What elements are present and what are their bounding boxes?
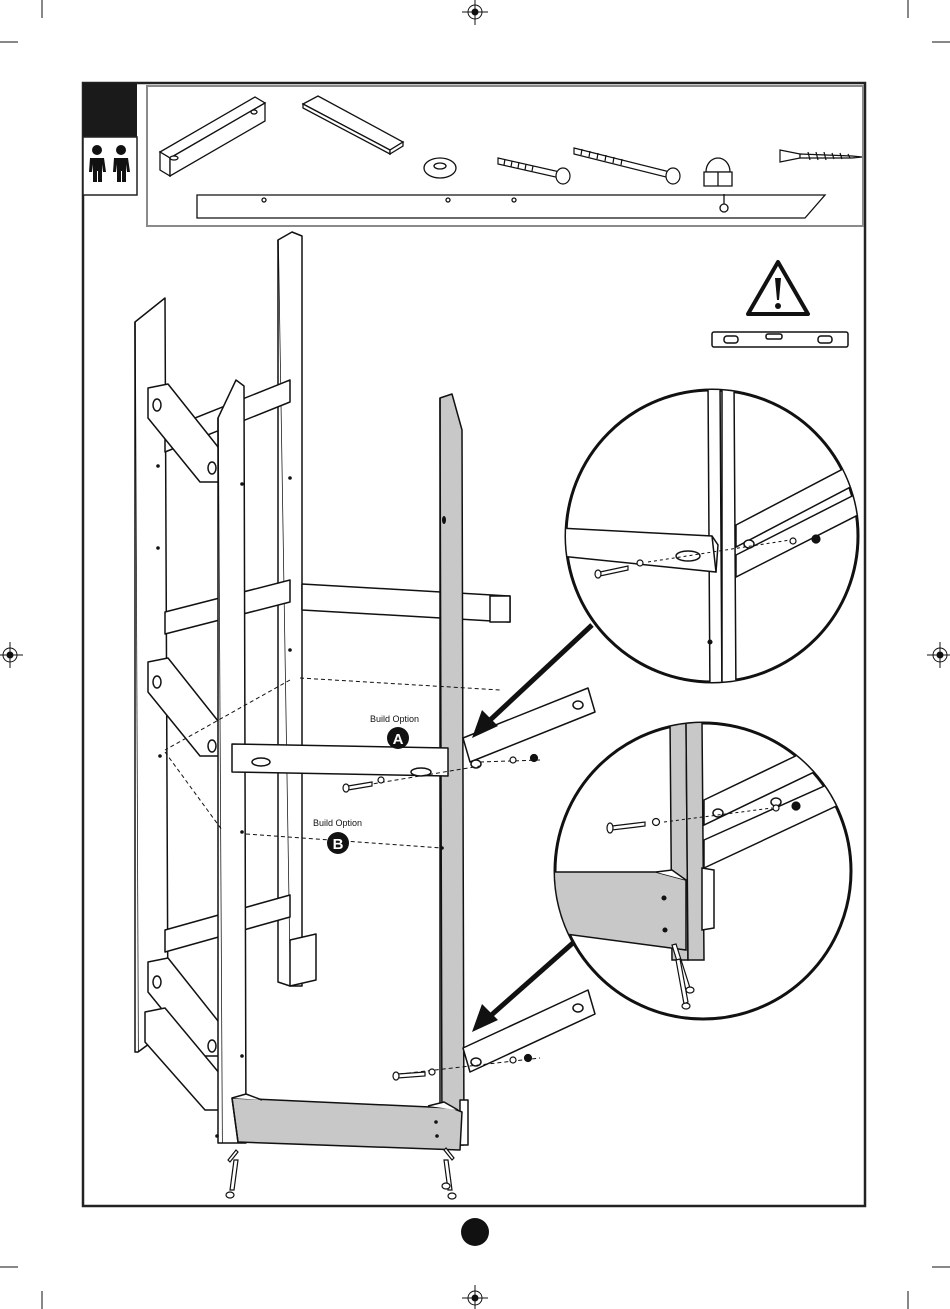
detail-circle-lower — [550, 720, 860, 1019]
build-option-b-letter: B — [333, 836, 344, 853]
registration-mark-right — [927, 642, 950, 668]
long-plank-icon — [197, 194, 825, 218]
build-option-a: Build Option A — [370, 714, 419, 749]
registration-mark-top — [462, 0, 488, 25]
build-option-a-letter: A — [393, 731, 404, 748]
build-option-b-label: Build Option — [313, 818, 362, 828]
washer-icon — [424, 158, 456, 178]
build-option-a-label: Build Option — [370, 714, 419, 724]
page-number-badge — [461, 1218, 489, 1246]
assembly-drawing — [135, 232, 595, 1150]
detail-circle-upper — [560, 380, 860, 700]
registration-mark-bottom — [462, 1285, 488, 1309]
build-option-b: Build Option B — [313, 818, 362, 854]
two-people-icon — [83, 137, 137, 195]
warning-triangle-icon — [748, 262, 808, 314]
spirit-level-icon — [712, 332, 848, 347]
registration-mark-left — [0, 642, 23, 668]
step-number-box — [83, 83, 137, 137]
